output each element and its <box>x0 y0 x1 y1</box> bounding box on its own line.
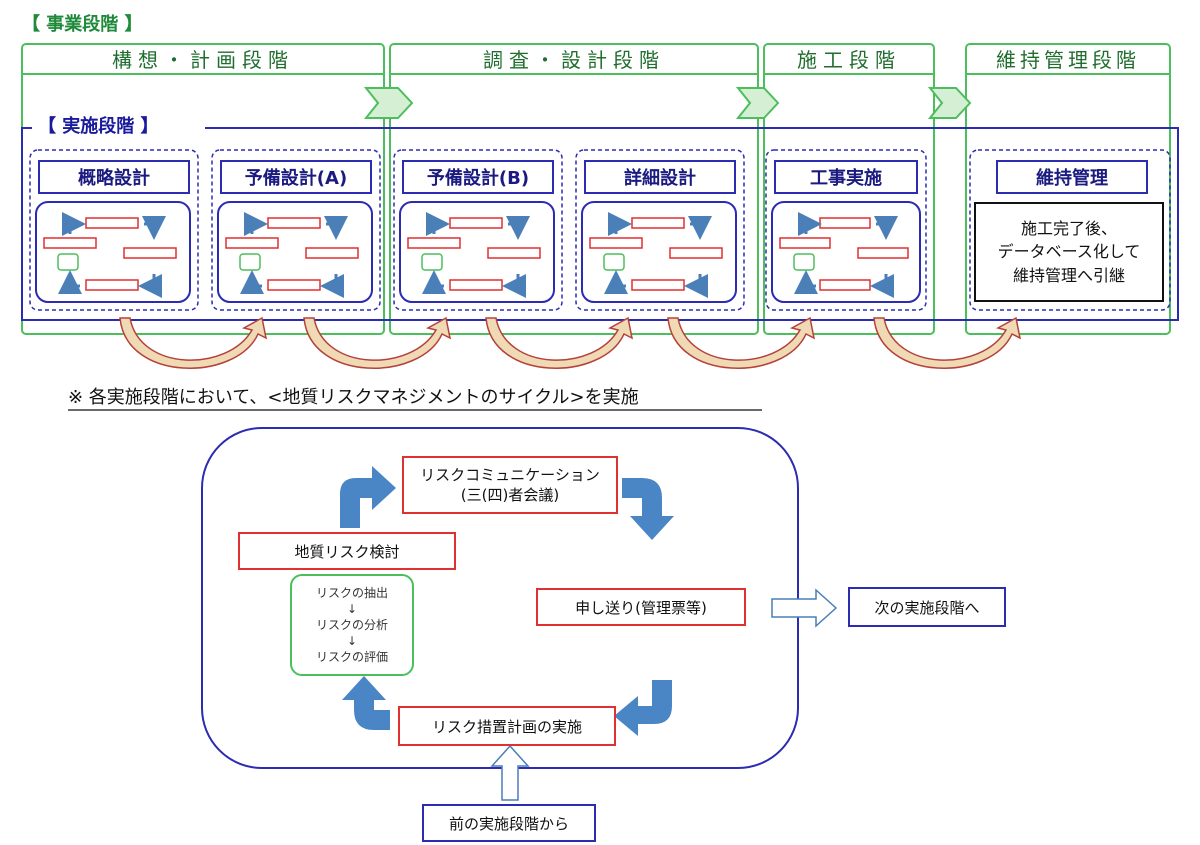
implementation-stage-label: 【 実施段階 】 <box>34 118 163 136</box>
maintenance-note-line-2: データベース化して <box>997 242 1141 262</box>
mini-cycles <box>35 201 921 303</box>
substage-preliminary-design-a: 予備設計(A) <box>220 160 372 194</box>
implementation-frame <box>21 127 1179 321</box>
step-analysis: リスクの分析 <box>315 617 388 632</box>
cycle-arrows <box>340 466 674 736</box>
maintenance-note-box: 施工完了後、 データベース化して 維持管理へ引継 <box>974 202 1164 302</box>
cycle-note: ※ 各実施段階において、<地質リスクマネジメントのサイクル>を実施 <box>68 387 639 408</box>
step-arrow-1: ↓ <box>346 601 358 616</box>
risk-communication-label: リスクコミュニケーション <box>420 465 600 484</box>
substage-construction: 工事実施 <box>774 160 918 194</box>
substage-detailed-design: 詳細設計 <box>584 160 736 194</box>
step-arrow-2: ↓ <box>346 634 358 649</box>
risk-review-steps-box: リスクの抽出 ↓ リスクの分析 ↓ リスクの評価 <box>290 574 414 676</box>
substage-dashed-groups <box>29 149 1171 311</box>
substage-maintenance: 維持管理 <box>996 160 1148 194</box>
transition-arrows <box>119 316 1022 369</box>
geological-risk-review-box: 地質リスク検討 <box>238 532 456 570</box>
risk-measures-box: リスク措置計画の実施 <box>398 706 616 746</box>
risk-communication-subtitle: (三(四)者会議) <box>460 486 560 504</box>
cycle-frame <box>201 427 799 769</box>
previous-stage-box: 前の実施段階から <box>422 804 596 842</box>
phase-chevrons <box>363 87 972 119</box>
hollow-arrows <box>490 588 838 801</box>
risk-communication-box: リスクコミュニケーション (三(四)者会議) <box>402 456 618 514</box>
business-stage-label: 【 事業段階 】 <box>22 14 143 35</box>
phase-title-construction: 施工段階 <box>797 48 901 72</box>
handover-box: 申し送り(管理票等) <box>536 588 746 626</box>
step-extraction: リスクの抽出 <box>315 585 388 600</box>
step-evaluation: リスクの評価 <box>315 650 388 665</box>
next-stage-box: 次の実施段階へ <box>848 587 1006 627</box>
phase-title-survey-design: 調査・設計段階 <box>483 48 665 72</box>
maintenance-note-line-1: 施工完了後、 <box>1020 219 1117 239</box>
substage-preliminary-design-b: 予備設計(B) <box>402 160 554 194</box>
substage-rough-design: 概略設計 <box>38 160 190 194</box>
maintenance-note-line-3: 維持管理へ引継 <box>1012 265 1125 285</box>
phase-title-planning: 構想・計画段階 <box>112 48 294 72</box>
phase-title-maintenance: 維持管理段階 <box>996 48 1140 72</box>
